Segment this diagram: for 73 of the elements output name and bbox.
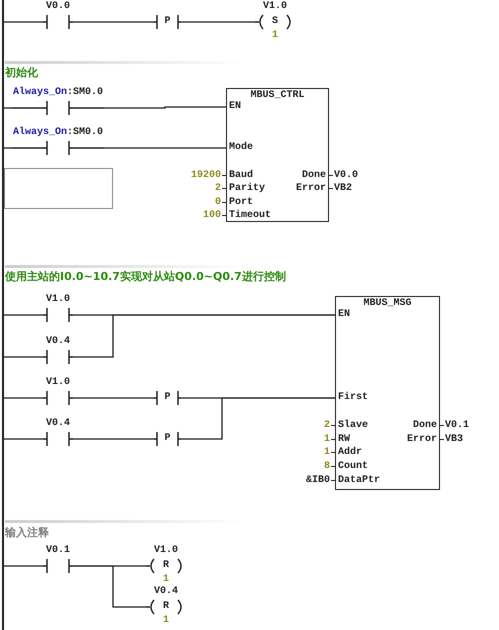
- pin-label: Slave: [338, 420, 368, 432]
- address-label: V1.0: [46, 377, 70, 388]
- pin-label: Error: [406, 434, 437, 446]
- wire: [4, 397, 43, 399]
- contact: [43, 336, 73, 365]
- pin-label: Timeout: [229, 210, 272, 222]
- transition-contact: [154, 431, 181, 447]
- contact-letter: P: [164, 392, 170, 404]
- transition-contact: [154, 14, 181, 30]
- wire: [104, 147, 226, 149]
- address-label: V0.1: [46, 545, 70, 556]
- block-title: MBUS_MSG: [364, 298, 412, 310]
- wire: [73, 21, 154, 23]
- contact-letter: P: [164, 433, 170, 445]
- contact-letter: P: [164, 16, 170, 28]
- address-label: V1.0: [154, 545, 178, 557]
- network-title: 使用主站的I0.0~10.7实现对从站Q0.0~Q0.7进行控制: [5, 270, 286, 284]
- pin-label: Mode: [229, 142, 254, 154]
- contact: [43, 377, 73, 406]
- wire: [73, 397, 154, 399]
- coil-letter: R: [163, 601, 169, 613]
- address-label: V0.4: [46, 336, 70, 347]
- wire: [4, 21, 43, 23]
- contact: [43, 418, 73, 447]
- address-label: :SM0.0: [67, 127, 104, 138]
- pin-label: Port: [229, 196, 254, 209]
- pin-label: Addr: [338, 446, 362, 459]
- pin-label: First: [338, 392, 368, 404]
- address-label: V0.4: [46, 418, 70, 429]
- contact: [12, 127, 104, 156]
- bit-count: 1: [163, 574, 169, 586]
- wire: [181, 21, 255, 23]
- address-label: V1.0: [263, 1, 287, 13]
- wire: [4, 438, 43, 440]
- pin-label: RW: [338, 434, 350, 446]
- pin-label: EN: [338, 308, 350, 321]
- network-title: 输入注释: [5, 526, 49, 540]
- address-label: V0.4: [154, 586, 178, 598]
- network-title: 初始化: [5, 66, 38, 80]
- coil-letter: S: [272, 16, 278, 28]
- bit-count: 1: [163, 615, 169, 627]
- wire: [4, 356, 43, 358]
- pin-label: Done: [412, 420, 437, 432]
- wire: [4, 565, 43, 567]
- symbol-name: Always_On: [12, 127, 67, 138]
- function-block: [335, 296, 440, 490]
- pin-label: Count: [338, 460, 368, 473]
- bit-count: 1: [272, 30, 278, 42]
- wire: [73, 314, 335, 358]
- pin-label: Baud: [229, 170, 254, 182]
- pin-label: DataPtr: [338, 474, 380, 487]
- function-block: [226, 88, 329, 222]
- pin-label: Error: [296, 182, 326, 195]
- wire: [104, 106, 226, 109]
- symbol-name: Always_On: [12, 87, 67, 98]
- coil-letter: R: [163, 560, 169, 572]
- pin-label: EN: [229, 100, 242, 113]
- address-label: V1.0: [46, 294, 70, 305]
- pin-label: Done: [302, 170, 326, 182]
- block-title: MBUS_CTRL: [250, 90, 304, 102]
- contact: [43, 294, 73, 323]
- wire: [73, 438, 154, 440]
- wire: [4, 314, 43, 316]
- pin-label: Parity: [229, 182, 266, 195]
- contact: [12, 87, 104, 116]
- transition-contact: [154, 390, 181, 406]
- contact: [43, 1, 73, 30]
- wire: [73, 565, 146, 608]
- address-label: V0.0: [46, 1, 70, 12]
- address-label: :SM0.0: [67, 87, 104, 98]
- contact: [43, 545, 73, 574]
- empty-box: [4, 168, 113, 209]
- wire: [181, 397, 335, 440]
